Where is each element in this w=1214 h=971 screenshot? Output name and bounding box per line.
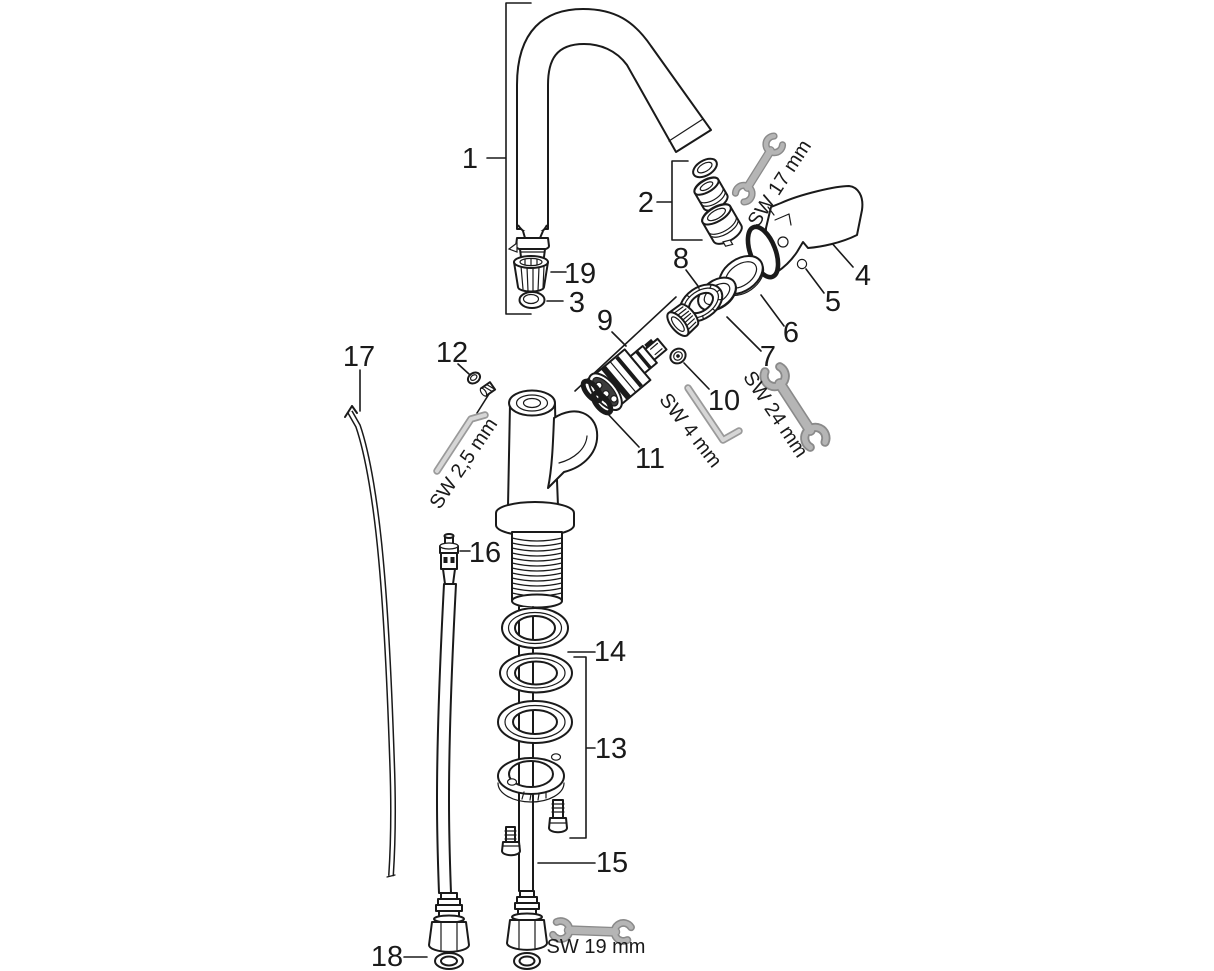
label-17: 17 bbox=[343, 341, 375, 373]
part-1-bracket bbox=[486, 2, 532, 315]
label-19: 19 bbox=[564, 258, 596, 290]
part-3-o-ring bbox=[518, 291, 546, 309]
label-1: 1 bbox=[462, 143, 478, 175]
part-14-washer bbox=[499, 607, 574, 694]
label-9: 9 bbox=[597, 305, 613, 337]
label-12: 12 bbox=[436, 337, 468, 369]
part-19-aerator-sleeve bbox=[513, 255, 549, 293]
label-11: 11 bbox=[635, 443, 665, 475]
part-18-gasket bbox=[434, 952, 465, 970]
allen-key-sw2-5-icon bbox=[433, 411, 489, 475]
label-5: 5 bbox=[825, 286, 841, 318]
part-16-hose bbox=[436, 533, 459, 894]
part-2-aerator-set bbox=[692, 157, 743, 247]
part-5-leader bbox=[805, 268, 825, 294]
allen-key-sw4-icon bbox=[684, 384, 743, 444]
part-15-supply-pipe bbox=[518, 606, 534, 892]
part-12-leader bbox=[457, 363, 490, 414]
part-9-cartridge bbox=[587, 303, 700, 411]
label-sw19: SW 19 mm bbox=[547, 936, 646, 958]
part-6-leader bbox=[760, 294, 785, 327]
label-3: 3 bbox=[569, 287, 585, 319]
label-6: 6 bbox=[783, 317, 799, 349]
label-7: 7 bbox=[760, 341, 776, 373]
part-5-pin bbox=[796, 258, 808, 270]
callout-leader-lines bbox=[359, 2, 854, 958]
part-10-nut bbox=[669, 347, 687, 365]
part-13-fixation-set bbox=[497, 700, 574, 857]
callout-labels: 1 2 3 4 5 6 7 8 9 10 11 12 13 14 15 16 1… bbox=[343, 136, 871, 971]
part-13-bracket bbox=[569, 656, 596, 839]
label-10: 10 bbox=[708, 385, 740, 417]
label-14: 14 bbox=[594, 636, 626, 668]
part-7-leader bbox=[726, 316, 762, 352]
part-8-leader bbox=[685, 269, 699, 287]
faucet-body bbox=[495, 389, 599, 609]
label-4: 4 bbox=[855, 260, 871, 292]
label-13: 13 bbox=[595, 733, 627, 765]
label-16: 16 bbox=[469, 537, 501, 569]
part-4-leader bbox=[829, 240, 854, 268]
label-15: 15 bbox=[596, 847, 628, 879]
part-12-screw-set bbox=[466, 371, 497, 397]
part-17-rod bbox=[344, 405, 397, 878]
part-11-seals bbox=[580, 378, 614, 416]
part-10-leader bbox=[683, 362, 710, 390]
hose-fitting-right bbox=[506, 890, 548, 970]
label-8: 8 bbox=[673, 243, 689, 275]
part-11-leader bbox=[606, 412, 640, 448]
part-2-bracket bbox=[656, 160, 703, 241]
label-18: 18 bbox=[371, 941, 403, 971]
label-2: 2 bbox=[638, 187, 654, 219]
hose-fitting-left bbox=[428, 892, 470, 970]
part-1-spout bbox=[507, 8, 712, 261]
